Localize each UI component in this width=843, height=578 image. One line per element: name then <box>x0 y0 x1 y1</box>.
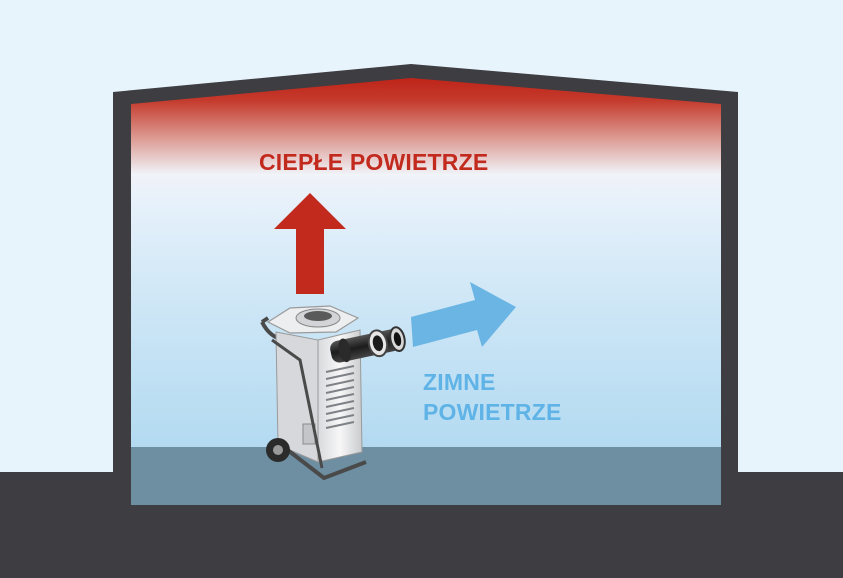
dehumidifier-icon <box>260 305 406 481</box>
cold-air-line-1: ZIMNE <box>423 369 496 395</box>
cold-air-label: ZIMNE POWIETRZE <box>423 367 562 427</box>
cold-air-line-2: POWIETRZE <box>423 399 562 425</box>
warm-air-text: CIEPŁE POWIETRZE <box>259 149 489 175</box>
warm-air-label: CIEPŁE POWIETRZE <box>259 149 488 175</box>
cold-air-arrow-icon <box>411 282 516 347</box>
room-floor <box>131 447 721 505</box>
warm-air-arrow-icon <box>274 193 346 294</box>
